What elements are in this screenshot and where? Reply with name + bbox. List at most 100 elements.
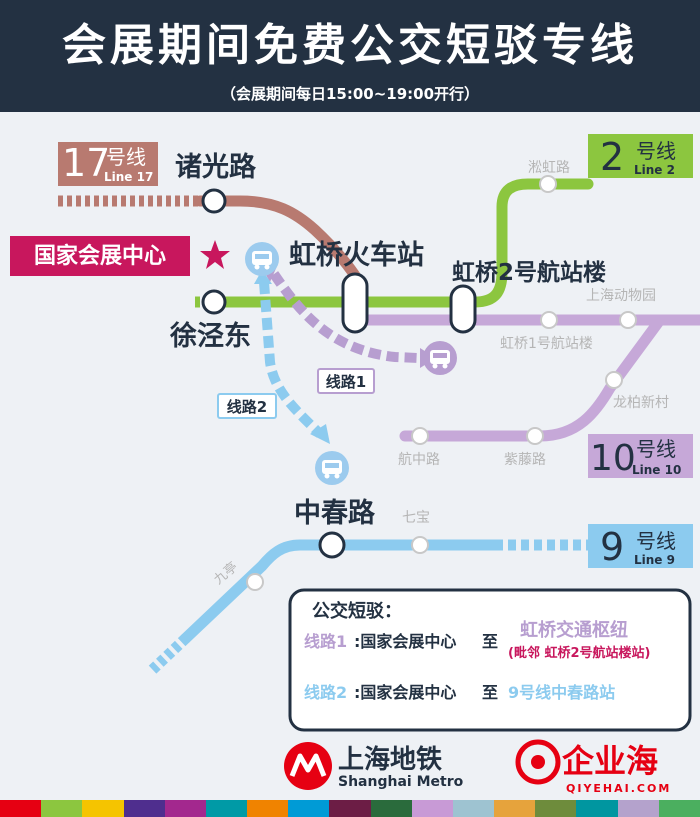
- color-stripe: [658, 800, 700, 817]
- line2-number: 2: [600, 135, 624, 179]
- qiyehai-logo[interactable]: 企业海 QIYEHAI.COM: [515, 739, 671, 795]
- route-map: 17 号线 Line 17 2 号线 Line 2 10 号线 Line 10 …: [10, 134, 700, 795]
- stations: [201, 175, 637, 591]
- page-subtitle: （会展期间每日15:00~19:00开行）: [220, 85, 480, 103]
- label-zhuguanglu: 诸光路: [175, 151, 257, 183]
- route2-arrowtail: [254, 270, 272, 284]
- color-stripe-bar: [0, 800, 700, 817]
- color-stripe: [494, 800, 536, 817]
- station-zoo[interactable]: [619, 311, 637, 329]
- line17-number: 17: [62, 141, 110, 185]
- label-zoo: 上海动物园: [586, 288, 656, 304]
- color-stripe: [329, 800, 371, 817]
- legend-r2-to: 至: [482, 683, 498, 702]
- bus-icon: [423, 341, 457, 375]
- route2-arrow: [259, 281, 324, 438]
- color-stripe: [288, 800, 330, 817]
- star-icon: [200, 240, 230, 269]
- color-stripe: [370, 800, 412, 817]
- label-hongqiao-t2: 虹桥2号航站楼: [452, 259, 606, 286]
- color-stripe: [123, 800, 165, 817]
- bus-icon: [245, 242, 279, 276]
- route2-tag: 线路2: [217, 393, 277, 419]
- line10-badge: 10 号线 Line 10: [588, 434, 693, 479]
- header: 会展期间免费公交短驳专线 （会展期间每日15:00~19:00开行）: [0, 0, 700, 112]
- line17-badge: 17 号线 Line 17: [58, 141, 158, 186]
- label-longbai: 龙柏新村: [613, 395, 669, 411]
- expo-center-badge[interactable]: 国家会展中心: [10, 236, 190, 276]
- hongqiao-rail-interchange: [341, 272, 369, 334]
- route1-tag: 线路1: [317, 368, 375, 394]
- line17-en: Line 17: [104, 170, 153, 184]
- color-stripe: [452, 800, 495, 817]
- label-hangzhonglu: 航中路: [398, 452, 440, 468]
- line17-track: [194, 195, 364, 286]
- legend-r1-name: 线路1: [304, 632, 347, 651]
- expo-center-label: 国家会展中心: [34, 243, 166, 269]
- color-stripe: [205, 800, 248, 817]
- label-zhongchunlu: 中春路: [294, 497, 376, 529]
- label-zitenglu: 紫藤路: [504, 452, 546, 468]
- label-hongqiao-rail: 虹桥火车站: [289, 239, 424, 271]
- line9-en: Line 9: [634, 553, 675, 567]
- color-stripe: [576, 800, 618, 817]
- label-qibao: 七宝: [402, 510, 430, 526]
- legend-r1-dest: 虹桥交通枢纽: [520, 619, 628, 641]
- station-qibao[interactable]: [411, 536, 429, 554]
- line10-hao: 号线: [636, 437, 676, 461]
- color-stripe: [0, 800, 42, 817]
- line9-badge: 9 号线 Line 9: [588, 524, 693, 569]
- line9-hao: 号线: [636, 529, 676, 553]
- line2-en: Line 2: [634, 163, 675, 177]
- color-stripe: [164, 800, 206, 817]
- color-stripe: [617, 800, 659, 817]
- page-title: 会展期间免费公交短驳专线: [62, 20, 638, 71]
- station-zhuguanglu[interactable]: [201, 188, 227, 214]
- station-zitenglu[interactable]: [526, 427, 544, 445]
- station-hangzhonglu[interactable]: [411, 427, 429, 445]
- line10-number: 10: [590, 438, 636, 479]
- line10-en: Line 10: [632, 463, 681, 477]
- station-zhongchunlu[interactable]: [318, 531, 346, 559]
- line9-number: 9: [600, 525, 624, 569]
- legend-title: 公交短驳：: [312, 600, 402, 622]
- brand-name-cn: 企业海: [562, 742, 658, 780]
- legend-r2-from: :国家会展中心: [354, 683, 456, 702]
- line2-hao: 号线: [636, 139, 676, 163]
- station-hongqiao-t1[interactable]: [540, 311, 558, 329]
- route1-tag-label: 线路1: [326, 373, 366, 391]
- legend-r2-name: 线路2: [304, 683, 347, 702]
- legend-r1-to: 至: [482, 632, 498, 651]
- route2-arrowhead: [310, 424, 330, 444]
- station-xujingdong[interactable]: [201, 289, 227, 315]
- route2-tag-label: 线路2: [227, 398, 267, 416]
- metro-name-cn: 上海地铁: [338, 744, 442, 775]
- legend-box: 公交短驳： 线路1 :国家会展中心 至 虹桥交通枢纽 (毗邻 虹桥2号航站楼站)…: [288, 588, 692, 732]
- station-jiuting[interactable]: [246, 573, 264, 591]
- color-stripe: [82, 800, 124, 817]
- color-stripe: [411, 800, 453, 817]
- brand-url: QIYEHAI.COM: [566, 782, 671, 795]
- route1-arrow: [269, 271, 419, 363]
- hongqiao-t2-interchange: [449, 284, 477, 334]
- line17-hao: 号线: [106, 145, 146, 169]
- legend-r1-from: :国家会展中心: [354, 632, 456, 651]
- label-hongqiao-t1: 虹桥1号航站楼: [500, 336, 593, 352]
- bus-icon: [315, 451, 349, 485]
- legend-r2-dest: 9号线中春路站: [508, 683, 615, 702]
- legend-r1-note: (毗邻 虹桥2号航站楼站): [508, 645, 650, 661]
- metro-name-en: Shanghai Metro: [338, 774, 464, 790]
- color-stripe: [247, 800, 289, 817]
- color-stripe: [535, 800, 577, 817]
- line2-badge: 2 号线 Line 2: [588, 134, 693, 179]
- station-longbai[interactable]: [605, 371, 623, 389]
- label-xujingdong: 徐泾东: [169, 320, 251, 352]
- label-songhonglu: 淞虹路: [528, 160, 570, 176]
- line2-track: [209, 178, 594, 308]
- line9-track: [180, 539, 501, 644]
- color-stripe: [41, 800, 83, 817]
- shanghai-metro-logo[interactable]: 上海地铁 Shanghai Metro: [284, 742, 464, 790]
- line9-dash-west: [146, 634, 190, 676]
- station-songhonglu[interactable]: [539, 175, 557, 193]
